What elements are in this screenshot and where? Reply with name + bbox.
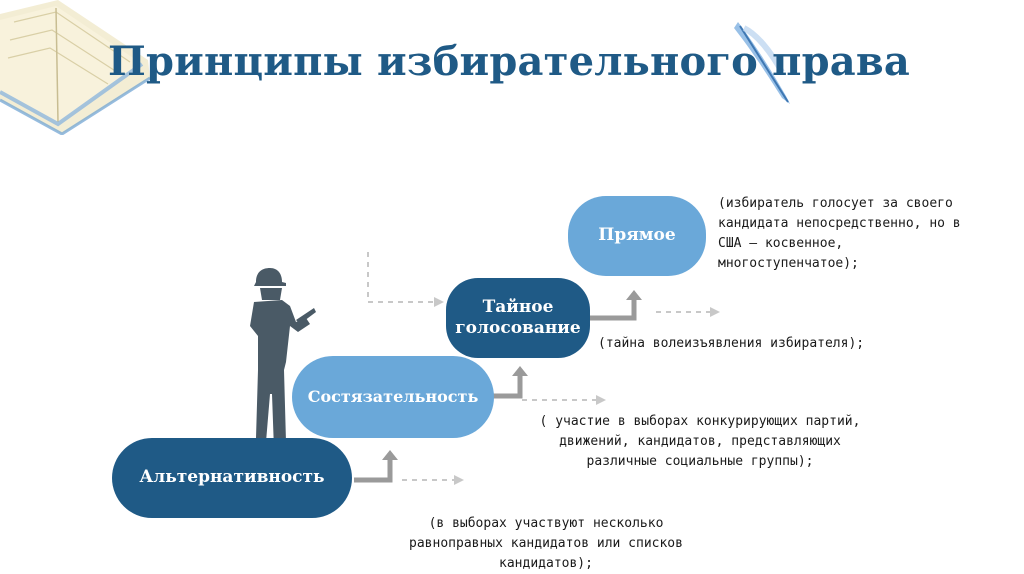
note-line: кандидатов); [356, 554, 736, 574]
note-line: (избиратель голосует за своего [718, 194, 961, 214]
note-line: кандидата непосредственно, но в [718, 214, 961, 234]
note-line: различные социальные группы); [500, 452, 900, 472]
step-label: Состязательность [308, 387, 479, 407]
step-label: Альтернативность [139, 467, 324, 488]
note-line: США – косвенное, [718, 234, 961, 254]
note-line: многоступенчатое); [718, 254, 961, 274]
note-pryamoe: (избиратель голосует за своего кандидата… [718, 194, 961, 274]
note-sostyazatelnost: ( участие в выборах конкурирующих партий… [500, 412, 900, 472]
step-label: Прямое [598, 225, 675, 246]
note-line: (в выборах участвуют несколько [356, 514, 736, 534]
step-tainoe-golosovanie: Тайное голосование [446, 278, 590, 358]
step-alternativnost: Альтернативность [112, 438, 352, 518]
step-label-line: голосование [455, 318, 580, 339]
note-tainoe-golosovanie: (тайна волеизъявления избирателя); [598, 334, 864, 354]
step-label-line: Тайное [483, 297, 554, 318]
note-line: (тайна волеизъявления избирателя); [598, 334, 864, 354]
step-sostyazatelnost: Состязательность [292, 356, 494, 438]
note-line: ( участие в выборах конкурирующих партий… [500, 412, 900, 432]
note-line: движений, кандидатов, представляющих [500, 432, 900, 452]
step-pryamoe: Прямое [568, 196, 706, 276]
note-alternativnost: (в выборах участвуют несколько равноправ… [356, 514, 736, 574]
note-line: равноправных кандидатов или списков [356, 534, 736, 554]
